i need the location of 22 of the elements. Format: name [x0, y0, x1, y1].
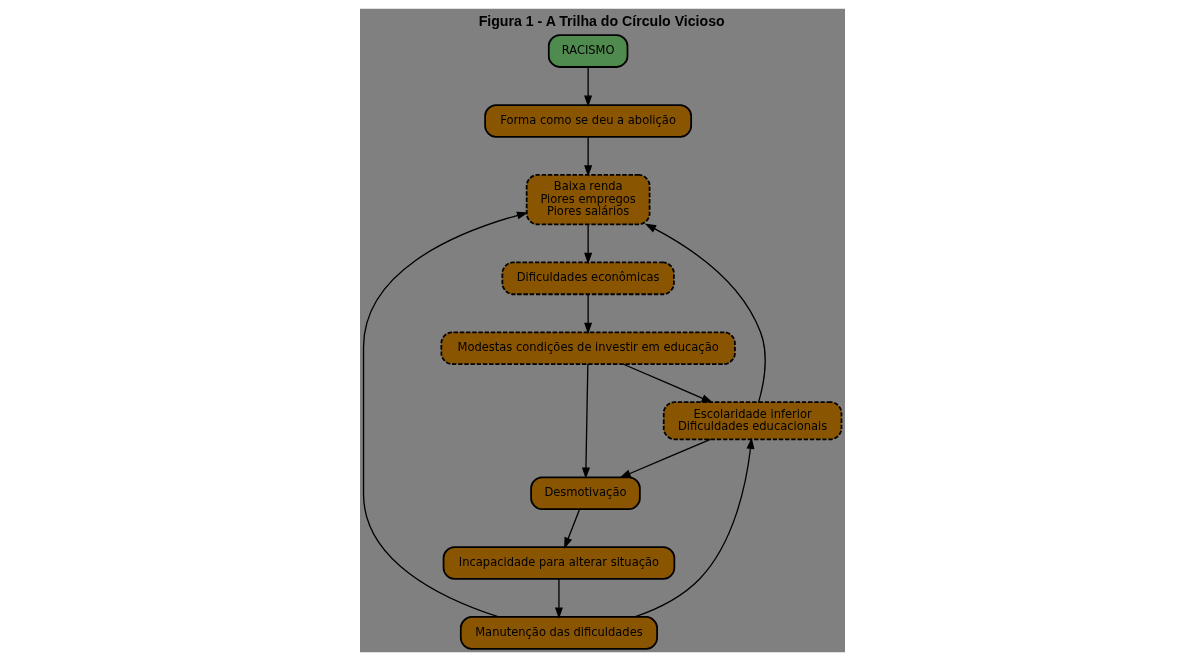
node-box: Modestas condições de investir em educação	[439, 331, 736, 365]
arrow	[618, 438, 711, 478]
arrow	[583, 66, 592, 107]
node-box: Baixa renda Piores empregos Piores salários	[525, 174, 650, 226]
node-box: Escolaridade inferior Dificuldades educacionais	[662, 401, 842, 441]
arrow	[581, 363, 590, 480]
node-box: Desmotivação	[529, 476, 641, 510]
arrow	[583, 293, 592, 335]
node-box: Forma como se deu a abolição	[483, 104, 692, 138]
arrow	[362, 211, 528, 618]
node-box: Incapacidade para alterar situação	[442, 546, 675, 580]
arrow	[583, 223, 592, 265]
node-box: RACISMO	[547, 34, 628, 68]
arrow	[563, 508, 580, 549]
arrow	[554, 578, 563, 619]
node-box: Manutenção das dificuldades	[459, 616, 658, 650]
arrow	[583, 136, 592, 177]
arrow	[622, 363, 713, 403]
arrow	[644, 223, 766, 403]
diagram-title: Figura 1 - A Trilha do Círculo Vicioso	[478, 13, 725, 30]
node-box: Dificuldades econômicas	[500, 261, 675, 296]
arrow	[633, 437, 754, 618]
